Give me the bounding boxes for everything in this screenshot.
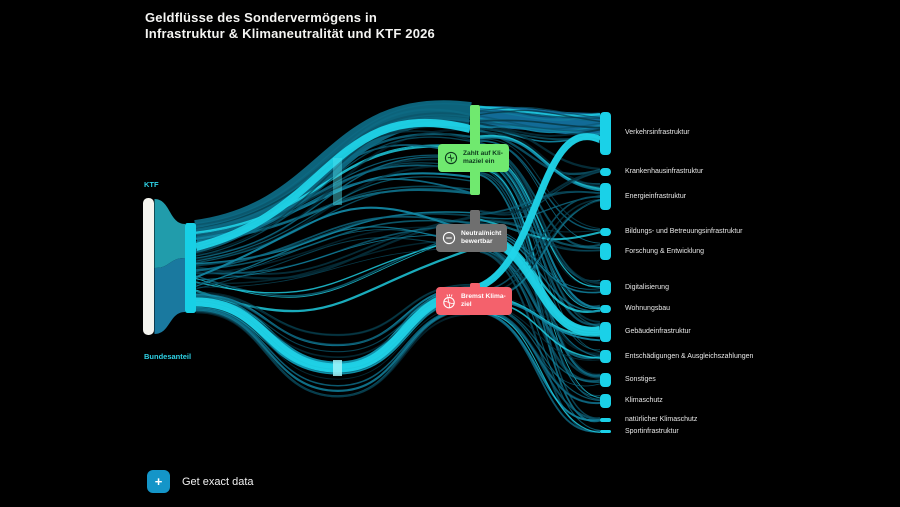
plus-icon: + xyxy=(154,474,163,489)
target-label-energieinfrastruktur: Energieinfrastruktur xyxy=(625,192,687,200)
node-energie-bar[interactable] xyxy=(600,183,611,210)
node-entschaed-bar[interactable] xyxy=(600,350,611,363)
page-title: Geldflüsse des Sondervermögens in Infras… xyxy=(145,10,435,42)
node-gebaeude-bar[interactable] xyxy=(600,322,611,342)
node-natuer-bar[interactable] xyxy=(600,418,611,422)
node-klima-bar[interactable] xyxy=(600,394,611,408)
node-ktf-bundesanteil-bar[interactable] xyxy=(143,198,154,335)
circle-minus-icon xyxy=(442,231,456,245)
page-title-line1: Geldflüsse des Sondervermögens in xyxy=(145,10,377,25)
node-sport-bar[interactable] xyxy=(600,430,611,433)
target-label-klimaschutz: Klimaschutz xyxy=(625,397,663,404)
node-label-zahlt-auf-klimaziel[interactable]: Zahlt auf Kli- maziel ein xyxy=(438,144,509,172)
source-label-bundesanteil: Bundesanteil xyxy=(144,352,192,361)
node-wohnung-bar[interactable] xyxy=(600,305,611,313)
target-label-entschaedigungen: Entschädigungen & Ausgleichszahlungen xyxy=(625,352,754,360)
footer: + Get exact data xyxy=(147,470,254,493)
node-fund-bar[interactable] xyxy=(185,223,196,313)
target-label-digitalisierung: Digitalisierung xyxy=(625,283,669,291)
node-verkehr-bar[interactable] xyxy=(600,112,611,155)
globe-leaf-icon xyxy=(444,151,458,165)
target-label-gebaeudeinfrastruktur: Gebäudeinfrastruktur xyxy=(625,328,691,335)
get-exact-data-label: Get exact data xyxy=(182,475,254,488)
node-label-text: Neutral/nicht bewertbar xyxy=(461,230,502,245)
target-label-sonstiges: Sonstiges xyxy=(625,376,656,383)
target-label-bildungsinfrastruktur: Bildungs- und Betreuungsinfrastruktur xyxy=(625,228,743,235)
target-label-krankenhausinfrastruktur: Krankenhausinfrastruktur xyxy=(625,168,704,175)
target-label-natuerlicher-klimaschutz: natürlicher Klimaschutz xyxy=(625,416,698,423)
get-exact-data-button[interactable]: + xyxy=(147,470,170,493)
target-label-sportinfrastruktur: Sportinfrastruktur xyxy=(625,427,679,435)
node-kranken-bar[interactable] xyxy=(600,168,611,176)
globe-heat-icon xyxy=(442,293,456,309)
target-label-forschung-entwicklung: Forschung & Entwicklung xyxy=(625,247,704,255)
node-label-neutral[interactable]: Neutral/nicht bewertbar xyxy=(436,224,508,252)
node-forschung-bar[interactable] xyxy=(600,243,611,260)
node-label-text: Zahlt auf Kli- maziel ein xyxy=(463,150,503,165)
target-label-wohnungsbau: Wohnungsbau xyxy=(625,305,671,312)
node-label-bremst-klimaziel[interactable]: Bremst Klima- ziel xyxy=(436,287,512,315)
target-label-verkehrsinfrastruktur: Verkehrsinfrastruktur xyxy=(625,129,690,136)
node-digital-bar[interactable] xyxy=(600,280,611,295)
node-bildung-bar[interactable] xyxy=(600,228,611,236)
node-sonstiges-bar[interactable] xyxy=(600,373,611,387)
source-label-ktf: KTF xyxy=(144,180,159,189)
node-label-text: Bremst Klima- ziel xyxy=(461,293,506,308)
page-title-line2: Infrastruktur & Klimaneutralität und KTF… xyxy=(145,26,435,41)
